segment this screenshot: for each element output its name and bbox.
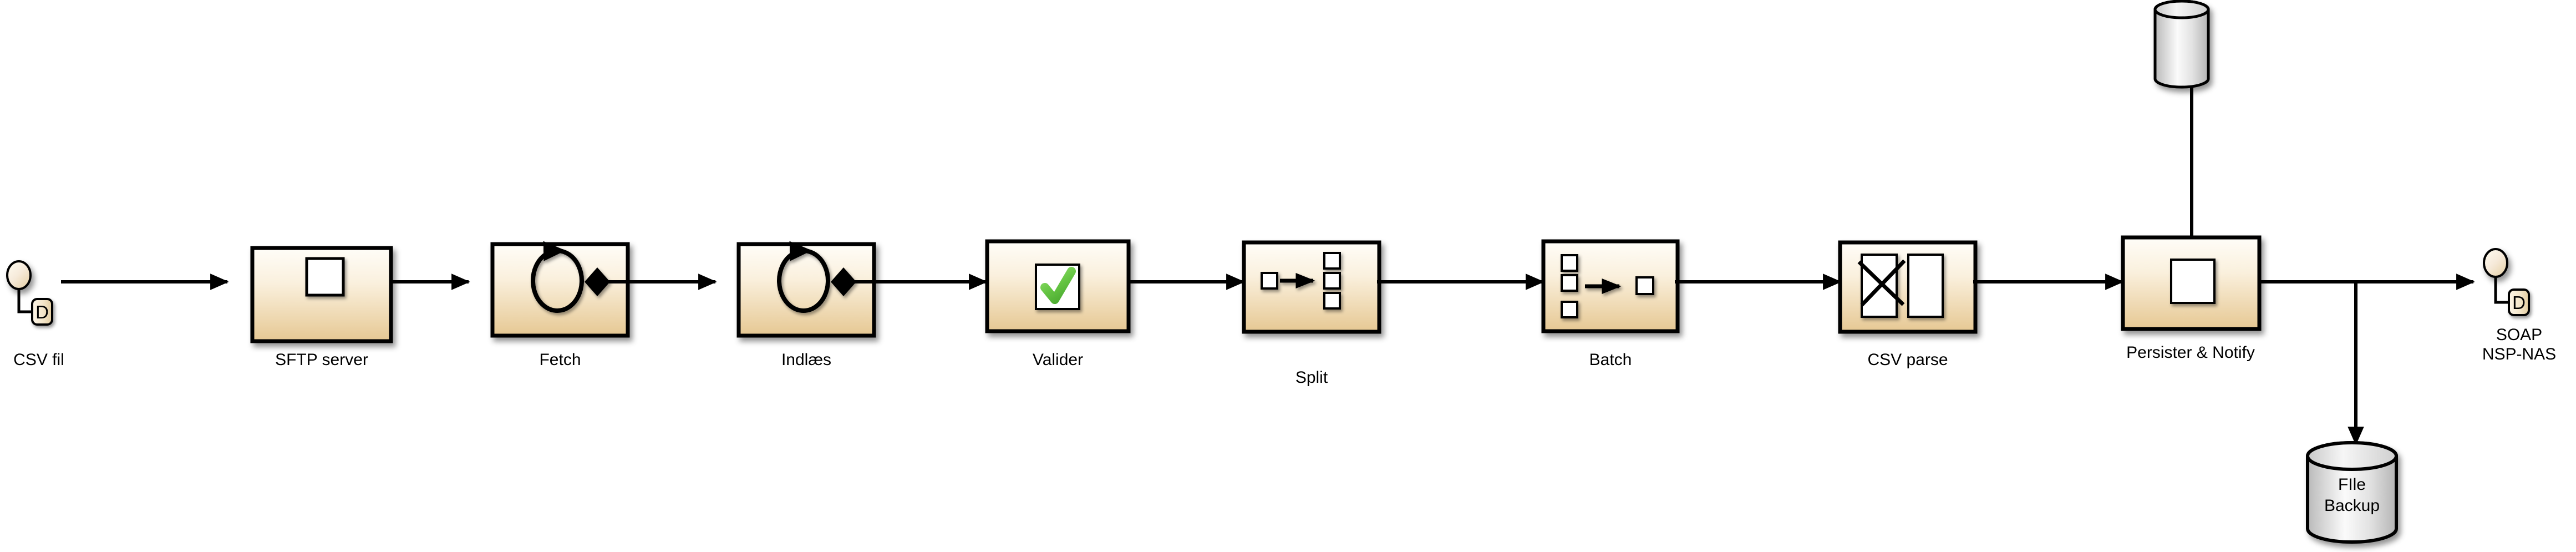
badge-d-text-left: D xyxy=(35,302,49,322)
node-fetch[interactable] xyxy=(490,241,632,338)
translator-icon xyxy=(1857,254,1944,318)
node-soap-nsp-nas[interactable]: D xyxy=(2483,248,2530,316)
node-csv-fil[interactable]: D xyxy=(6,260,53,326)
poll-diamond-indlaes xyxy=(831,267,856,296)
polling-consumer-icon xyxy=(531,241,584,313)
polling-consumer-icon xyxy=(777,241,830,313)
endpoint-circle-icon xyxy=(6,260,32,290)
database-top-ellipse xyxy=(2306,441,2398,471)
endpoint-stub-line xyxy=(17,289,33,313)
node-box-fetch xyxy=(490,242,630,338)
node-box-indlaes xyxy=(736,242,876,338)
node-persister-notify[interactable] xyxy=(2121,235,2262,331)
badge-d-text-right: D xyxy=(2512,292,2526,313)
endpoint-badge-d xyxy=(31,298,53,326)
database-top-ellipse xyxy=(2153,0,2210,19)
node-sftp-server[interactable] xyxy=(250,246,395,343)
node-valider[interactable] xyxy=(985,239,1131,333)
node-indlaes[interactable] xyxy=(736,241,878,338)
endpoint-stub-line xyxy=(2494,277,2511,304)
node-csv-parse[interactable] xyxy=(1838,240,1981,334)
node-database-top[interactable] xyxy=(2153,0,2210,89)
endpoint-circle-icon xyxy=(2483,248,2508,278)
endpoint-badge-d xyxy=(2508,288,2530,316)
poll-diamond-fetch xyxy=(585,267,610,296)
message-square-icon xyxy=(305,257,345,297)
validator-check-icon xyxy=(1035,264,1080,310)
poll-loop-circle xyxy=(777,241,830,313)
splitter-icon xyxy=(1261,252,1341,310)
node-batch[interactable] xyxy=(1541,239,1683,333)
node-split[interactable] xyxy=(1242,240,1384,334)
poll-loop-circle xyxy=(531,241,584,313)
message-endpoint-icon xyxy=(2170,259,2216,304)
node-file-backup[interactable] xyxy=(2306,441,2398,544)
aggregator-icon xyxy=(1561,254,1654,318)
